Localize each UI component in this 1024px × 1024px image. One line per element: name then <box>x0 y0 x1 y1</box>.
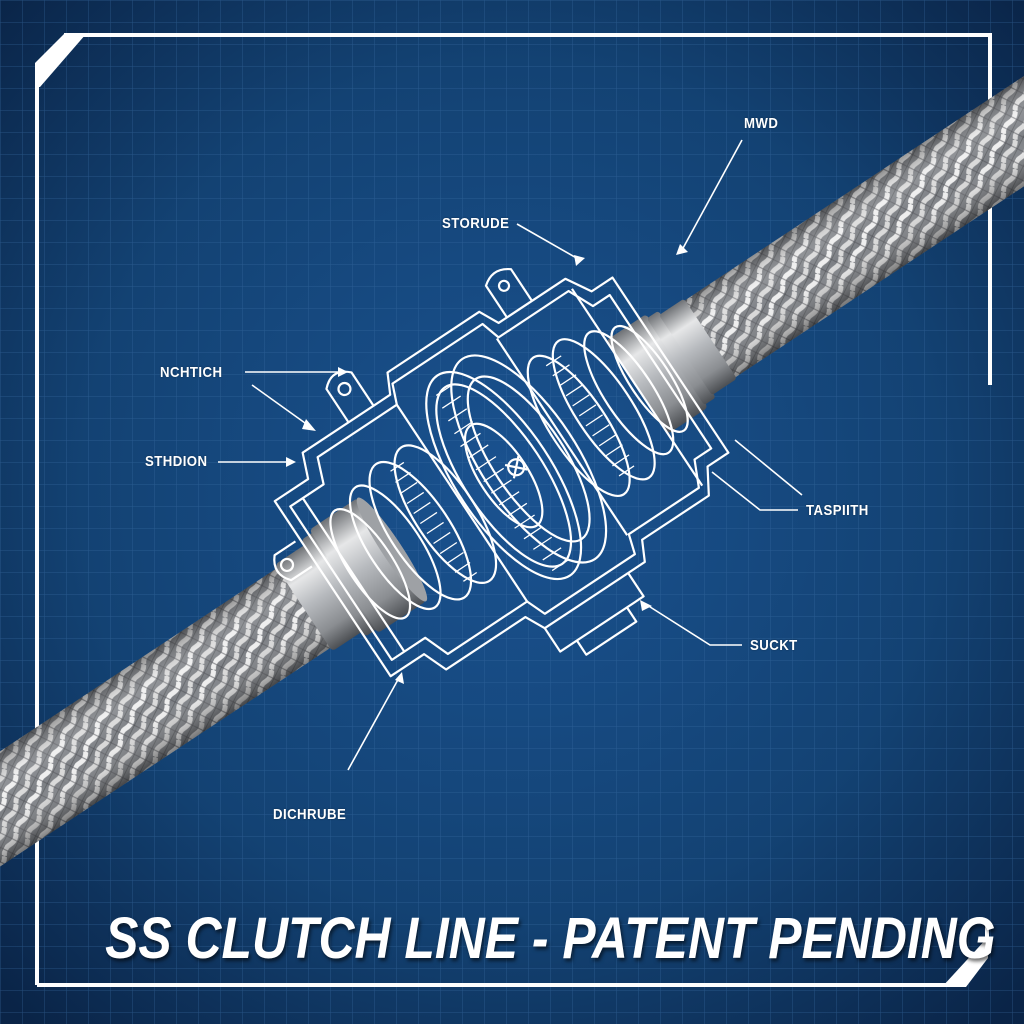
callout-label-nchtich: NCHTICH <box>160 364 223 381</box>
gear-teeth <box>390 355 635 582</box>
callout-label-mwd: MWD <box>744 115 779 132</box>
callout-label-sthdion: STHDION <box>145 453 208 470</box>
poster-title: SS CLUTCH LINE - PATENT PENDING <box>105 906 996 971</box>
callout-label-dichrube: DICHRUBE <box>273 806 347 823</box>
leader-dichrube <box>347 675 401 771</box>
leader-taspiith-1 <box>711 471 798 511</box>
frame-corner-bottom-right <box>942 937 988 987</box>
frame-corner-top-left <box>35 34 86 87</box>
callout-lines <box>218 139 803 771</box>
leader-taspiith-2 <box>734 439 803 496</box>
callout-label-suckt: SUCKT <box>750 637 798 654</box>
braided-hose-right <box>674 9 1024 385</box>
leader-storude <box>516 223 581 261</box>
callout-label-storude: STORUDE <box>442 215 510 232</box>
callout-arrowheads <box>286 244 688 684</box>
leader-mwd <box>681 139 743 251</box>
callout-label-taspiith: TASPIITH <box>806 502 869 519</box>
leader-suckt <box>646 604 742 646</box>
leader-nchtich-2 <box>251 384 313 429</box>
braided-hose-left <box>0 556 347 930</box>
